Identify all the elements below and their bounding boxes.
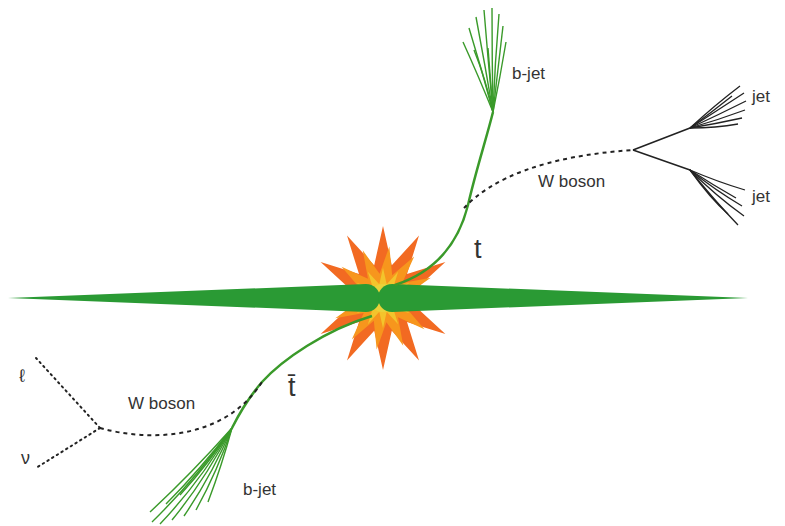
neutrino-line [36,428,100,468]
jet-label: jet [752,87,770,107]
b-jet-spray [463,8,506,112]
w-boson-label: W boson [538,172,605,192]
b-jet-label: b-jet [512,64,545,84]
proton-beam [8,284,380,312]
top-quark-label: t [474,234,482,265]
b-jet-label: b-jet [243,480,276,500]
proton-beam [378,284,748,312]
jet-label: jet [752,187,770,207]
antitop-quark-label: t̄ [288,372,296,403]
antitop-quark-line [232,316,372,428]
w-boson-line [464,150,633,208]
lepton-label: ℓ [19,366,25,387]
top-quark-line [395,112,493,285]
jet-spray [690,86,746,128]
jet-spray [690,170,745,225]
w-boson-label: W boson [128,394,195,414]
b-jet-spray [150,428,232,524]
neutrino-label: ν [21,448,30,469]
w-decay-lines [633,128,690,170]
w-boson-line [100,382,262,435]
lepton-line [36,358,100,428]
